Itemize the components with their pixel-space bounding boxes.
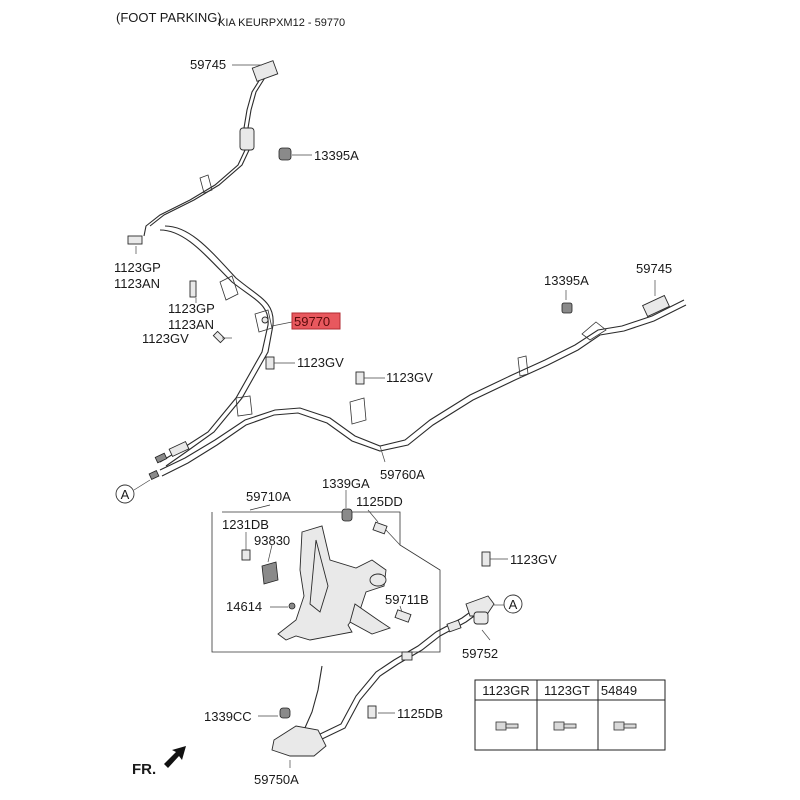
label-59745-right: 59745 (636, 261, 672, 276)
pedal-assembly (211, 490, 441, 653)
label-59760a: 59760A (380, 467, 425, 482)
front-direction-indicator: FR. (132, 746, 186, 778)
fr-label: FR. (132, 761, 156, 778)
release-handle-assembly (258, 551, 508, 768)
cable-59770 (143, 60, 279, 467)
svg-text:A: A (121, 487, 130, 502)
label-59770: 59770 (294, 314, 330, 329)
bolt-icon-54849 (613, 721, 637, 731)
label-1123an-a: 1123AN (114, 276, 160, 291)
callout-a-right: A (494, 594, 523, 614)
label-59745-top: 59745 (190, 57, 226, 72)
bolt-icon-1123gr (495, 721, 519, 731)
label-1123gv-b: 1123GV (297, 355, 344, 370)
fastener-table: 1123GR 1123GT 54849 (474, 679, 666, 751)
highlighted-part-59770[interactable]: 59770 (291, 312, 341, 330)
fasteners-upper (127, 147, 573, 385)
label-14614: 14614 (226, 599, 262, 614)
diagram-subtitle: (FOOT PARKING) (116, 10, 222, 25)
label-59710a: 59710A (246, 489, 291, 504)
table-header-1123gr: 1123GR (482, 683, 529, 698)
label-1123gv-d: 1123GV (510, 552, 557, 567)
label-93830: 93830 (254, 533, 290, 548)
diagram-title: KIA KEURPXM12 - 59770 (218, 17, 345, 29)
label-13395a-right: 13395A (544, 273, 589, 288)
table-header-1123gt: 1123GT (544, 683, 590, 698)
label-1123gv-a: 1123GV (142, 331, 189, 346)
table-header-54849: 54849 (601, 683, 637, 698)
callout-a-left: A (115, 479, 151, 504)
label-59750a: 59750A (254, 772, 299, 787)
cable-59760A (148, 294, 687, 480)
label-13395a-top: 13395A (314, 148, 359, 163)
label-59711b: 59711B (385, 592, 429, 607)
front-arrow-icon (164, 746, 186, 768)
label-1339cc: 1339CC (204, 709, 252, 724)
leader-lines (135, 64, 656, 463)
label-1123gp-a: 1123GP (114, 260, 161, 275)
label-1123gp-b: 1123GP (168, 301, 215, 316)
label-1231db: 1231DB (222, 517, 269, 532)
label-1125dd: 1125DD (356, 494, 403, 509)
label-1123an-b: 1123AN (168, 317, 214, 332)
label-59752: 59752 (462, 646, 498, 661)
svg-text:A: A (509, 597, 518, 612)
label-1339ga: 1339GA (322, 476, 370, 491)
label-1125db: 1125DB (397, 706, 443, 721)
label-1123gv-c: 1123GV (386, 370, 433, 385)
bolt-icon-1123gt (553, 721, 577, 731)
